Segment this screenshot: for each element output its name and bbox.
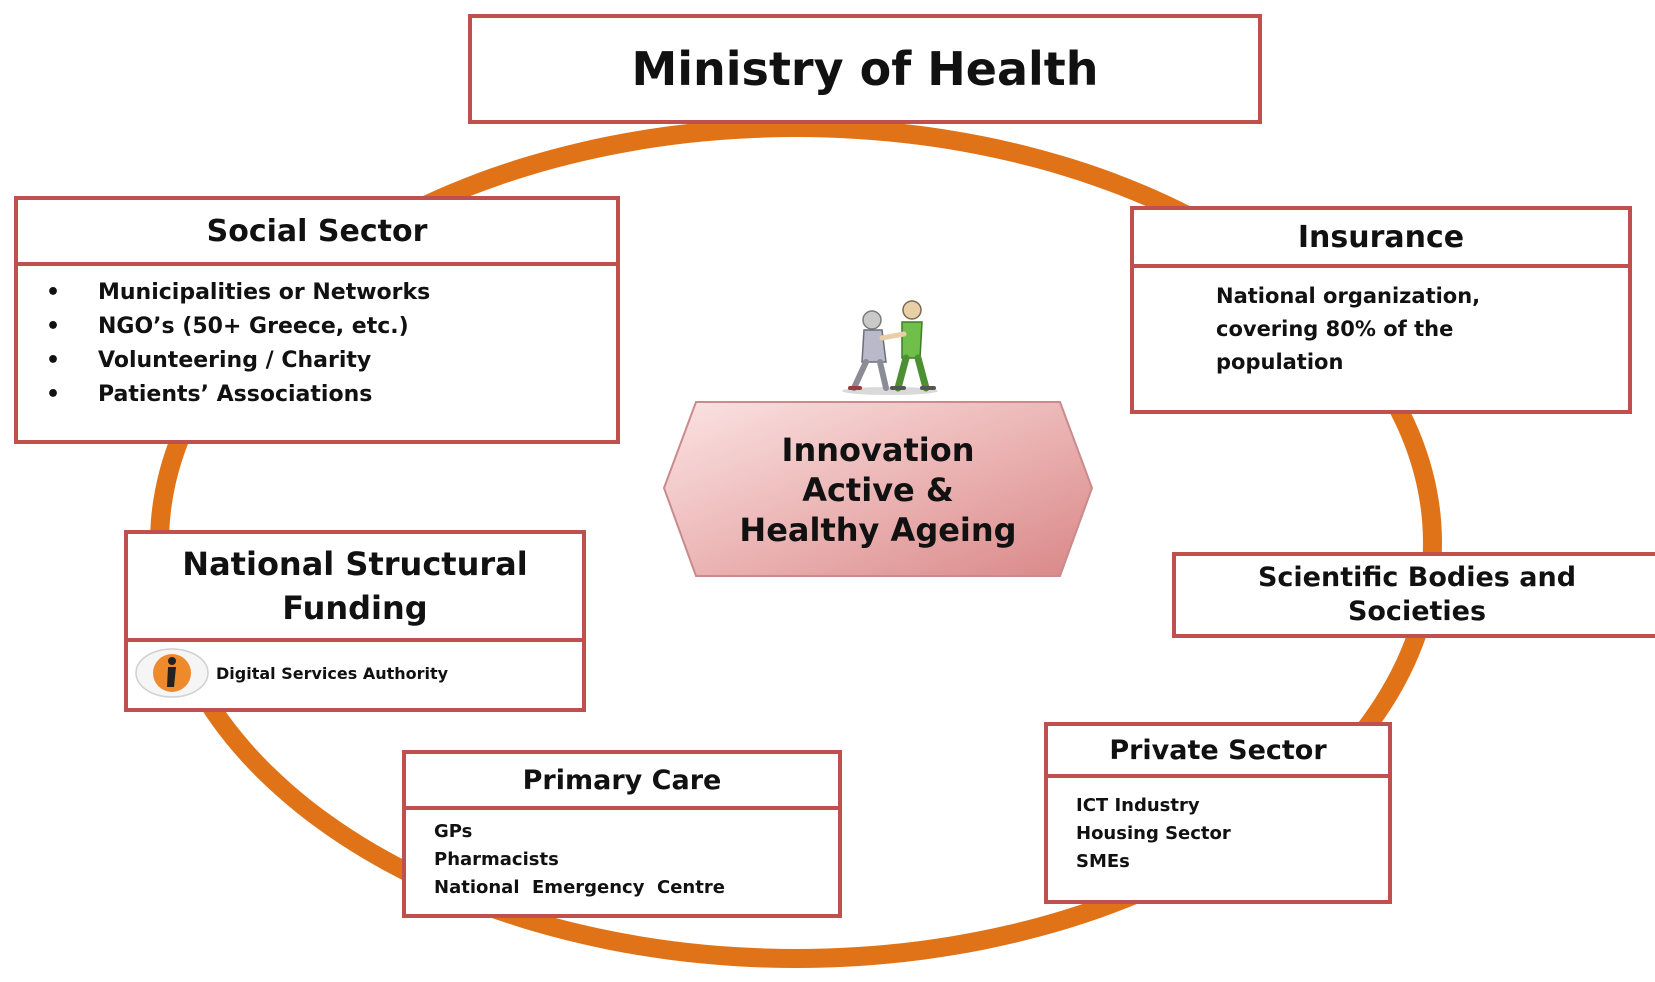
title-line: Scientific Bodies and [1257,562,1577,593]
list-item: Municipalities or Networks [18,276,616,310]
private-sector-list: ICT Industry Housing Sector SMEs [1048,778,1388,876]
text-line: population [1216,350,1344,374]
insurance-description: National organization, covering 80% of t… [1134,268,1628,379]
primary-care-list: GPs Pharmacists National Emergency Centr… [406,810,838,902]
list-item: GPs [434,821,473,842]
social-sector-box: Social Sector Municipalities or Networks… [14,196,620,444]
center-line: Innovation [781,431,975,469]
funding-logo-row: Digital Services Authority [128,642,582,704]
primary-care-box: Primary Care GPs Pharmacists National Em… [402,750,842,918]
center-text: Innovation Active & Healthy Ageing [662,400,1094,580]
text-line: National organization, [1216,284,1481,308]
center-hexagon: Innovation Active & Healthy Ageing [662,400,1094,580]
list-item: ICT Industry [1076,795,1200,816]
list-item: National Emergency Centre [434,877,725,898]
list-item: NGO’s (50+ Greece, etc.) [18,310,616,344]
title-line: National Structural [182,545,528,583]
list-item: Patients’ Associations [18,378,616,412]
funding-title: National Structural Funding [128,534,582,642]
private-sector-box: Private Sector ICT Industry Housing Sect… [1044,722,1392,904]
scientific-bodies-box: Scientific Bodies and Societies [1172,552,1655,638]
hexagon-shape [662,401,1094,577]
text-line: covering 80% of the [1216,317,1454,341]
center-line: Healthy Ageing [739,511,1017,549]
insurance-box: Insurance National organization, coverin… [1130,206,1632,414]
title-line: Societies [1347,596,1487,627]
center-line: Active & [802,471,954,509]
social-sector-title: Social Sector [18,200,616,266]
primary-care-title: Primary Care [406,754,838,810]
list-item: SMEs [1076,851,1130,872]
info-logo-icon [135,648,209,698]
list-item: Housing Sector [1076,823,1231,844]
insurance-title: Insurance [1134,210,1628,268]
ministry-title: Ministry of Health [631,42,1099,96]
funding-box: National Structural Funding Digital Serv… [124,530,586,712]
logo-text: Digital Services Authority [216,663,449,683]
list-item: Volunteering / Charity [18,344,616,378]
scientific-bodies-title: Scientific Bodies and Societies [1176,556,1655,634]
list-item: Pharmacists [434,849,559,870]
private-sector-title: Private Sector [1048,726,1388,778]
title-line: Funding [282,589,428,627]
elderly-walking-figure [842,300,938,395]
ministry-box: Ministry of Health [468,14,1262,124]
social-sector-list: Municipalities or Networks NGO’s (50+ Gr… [18,266,616,412]
